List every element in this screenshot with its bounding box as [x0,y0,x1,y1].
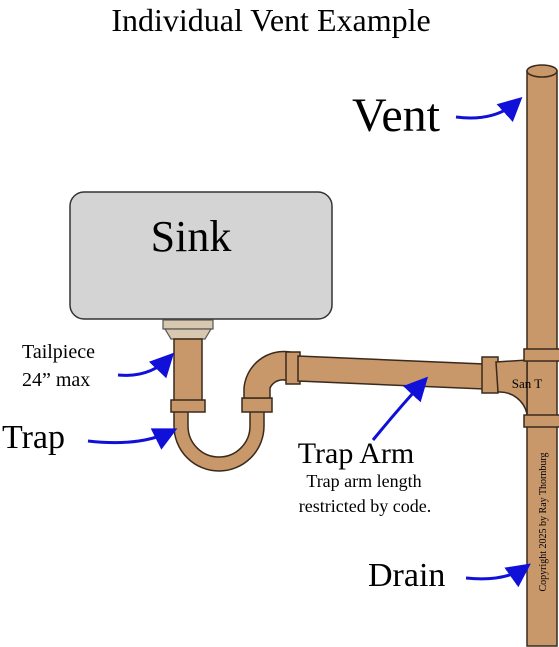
sink-strainer [162,319,214,340]
trap-elbow [243,350,291,399]
trap-arm-note-line2: restricted by code. [299,496,431,516]
trap-collar-right [241,397,273,413]
vent-label: Vent [352,89,441,142]
strainer-body [163,328,213,340]
sink-basin [69,191,333,320]
trap-collar-left [170,399,206,413]
trap-label: Trap [2,419,65,456]
trap-arm-note-line1: Trap arm length [306,471,421,491]
curved-arrow-icon [465,563,531,588]
trap-bend [173,409,265,472]
trap-arm-label: Trap Arm [298,437,414,470]
copyright-text: Copyright 2025 by Ray Thornburg [538,452,549,591]
tailpiece-label: Tailpiece [22,341,95,363]
san-t-collar-bottom [523,414,559,428]
tailpiece-pipe [173,338,203,402]
san-t-body [495,359,528,415]
sink-label: Sink [151,212,232,261]
vent-pipe-top [526,64,558,78]
curved-arrow-icon [455,96,523,122]
drain-label: Drain [368,557,445,594]
san-t-collar-top [523,348,559,362]
p-trap [170,350,301,472]
san-t-label: San T [512,376,543,391]
tailpiece-max-label: 24” max [22,369,90,391]
diagram-title: Individual Vent Example [111,2,430,38]
curved-arrow-icon [371,376,429,441]
san-t-fitting: San T [495,348,559,428]
trap-arm-pipe [297,355,485,390]
strainer-flange [162,319,214,330]
sink: Sink [69,191,333,320]
trap-arm [297,355,499,394]
curved-arrow-icon [87,428,178,450]
curved-arrow-icon [117,352,175,379]
